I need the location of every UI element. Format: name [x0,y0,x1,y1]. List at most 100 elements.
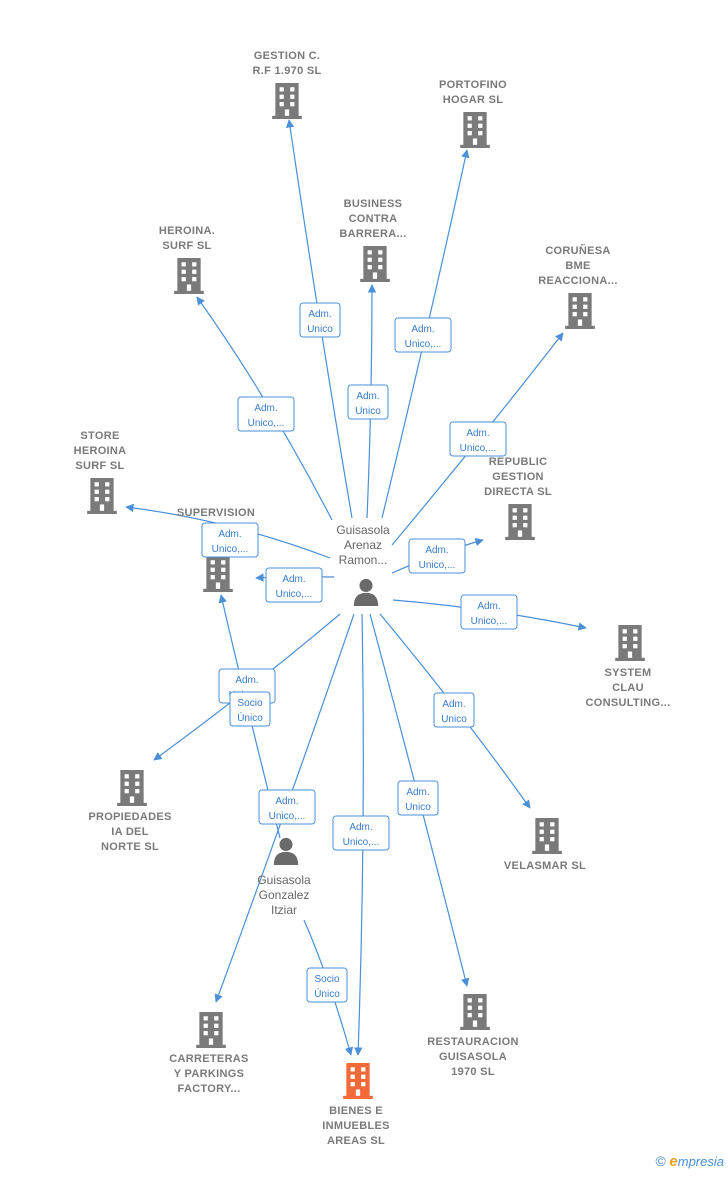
company-label-line: 1970 SL [451,1066,495,1078]
company-node-gestion[interactable]: GESTION C. R.F 1.970 SL [252,50,321,119]
person-node-ramon[interactable]: GuisasolaArenazRamon... [336,523,390,606]
edge-label-line: Único [237,711,263,724]
company-label-line: VELASMAR SL [504,860,586,872]
company-label-line: REACCIONA... [538,275,617,287]
building-icon [460,994,490,1030]
edge-label-line: Unico [355,406,381,417]
edge-label-system[interactable]: Adm.Unico,... [460,594,518,630]
edge-label-box [265,567,323,603]
edge-label-box [433,692,475,728]
company-node-system[interactable]: SYSTEMCLAUCONSULTING... [586,625,671,709]
company-label-line: GUISASOLA [439,1051,507,1063]
building-icon [615,625,645,661]
person-label-line: Guisasola [336,523,390,537]
company-label-line: BUSINESS [344,198,403,210]
brand-name: mpresia [677,1154,724,1169]
edge-label-supervision[interactable]: Adm.Unico,... [265,567,323,603]
company-label-line: CLAU [612,682,644,694]
company-node-velasmar[interactable]: VELASMAR SL [504,818,586,872]
edge-label-box [460,594,518,630]
edge-label-heroina[interactable]: Adm. Unico,... [237,396,295,432]
building-icon [174,258,204,294]
company-label-line: GESTION C. [254,50,321,62]
edge-label-portofino[interactable]: Adm.Unico,... [394,317,452,353]
edge-label-gestion[interactable]: Adm.Unico [299,302,341,338]
company-node-corunesa[interactable]: CORUÑESA BME REACCIONA... [538,244,617,329]
person-label-line: Ramon... [339,553,388,567]
company-label-line: INMUEBLES [322,1120,389,1132]
edge-label-line: Adm. [349,822,372,833]
company-label-line: CORUÑESA [545,244,610,257]
edge-label-line: Adm. [425,545,448,556]
edge-label-line: Socio [314,974,339,985]
edge-label-restauracion[interactable]: Adm.Unico [397,780,439,816]
edge-label-line: Unico,... [343,837,380,848]
edge-label-line: Adm. [308,309,331,320]
edge-label-business[interactable]: Adm. Unico [347,384,389,420]
edge-label-line: Adm. [254,403,277,414]
company-node-business[interactable]: BUSINESSCONTRABARRERA... [339,198,406,282]
company-label-line: PROPIEDADES [88,811,171,823]
edge-label-store[interactable]: Adm.Unico,... [201,522,259,558]
company-node-heroina[interactable]: HEROINA.SURF SL [159,225,215,294]
edge-label-box [306,967,348,1003]
company-label-line: SURF SL [75,460,124,472]
building-icon [360,246,390,282]
building-icon [272,83,302,119]
company-label-line: STORE [80,430,119,442]
company-label-line: SUPERVISION [177,507,255,519]
edge-label-line: Adm. [477,601,500,612]
company-label-line: BME [565,260,590,272]
edge-label-line: Unico [405,802,431,813]
edge-label-box [394,317,452,353]
edge-label-line: Unico,... [460,443,497,454]
edge-label-republic[interactable]: Adm. Unico,... [408,538,466,574]
edge-label-bienes-ramon[interactable]: Adm. Unico,... [332,815,390,851]
edge-label-line: Adm. [235,675,258,686]
company-label-line: DIRECTA SL [484,486,552,498]
edge-label-carreteras[interactable]: Adm. Unico,... [258,789,316,825]
edge-label-line: Unico,... [419,560,456,571]
edge-label-line: Adm. [442,699,465,710]
company-label-line: RESTAURACION [427,1036,518,1048]
company-label-line: CARRETERAS [169,1053,248,1065]
edge-label-line: Único [314,987,340,1000]
edge-label-box [229,691,271,727]
edge-label-box [299,302,341,338]
company-node-restauracion[interactable]: RESTAURACION GUISASOLA 1970 SL [427,994,518,1078]
edge-label-velasmar[interactable]: Adm. Unico [433,692,475,728]
person-icon [273,837,299,865]
edge-label-line: Unico,... [269,811,306,822]
edge-label-box [201,522,259,558]
building-icon [505,504,535,540]
edge-label-line: Adm. [275,796,298,807]
edge-label-corunesa[interactable]: Adm. Unico,... [449,421,507,457]
person-label-line: Arenaz [344,538,382,552]
building-icon [565,293,595,329]
edge-label-box [258,789,316,825]
company-label-line: CONSULTING... [586,697,671,709]
edge-label-line: Socio [237,698,262,709]
company-label-line: R.F 1.970 SL [252,65,321,77]
company-label-line: IA DEL [111,826,148,838]
brand-initial: e [669,1153,678,1170]
edge-label-line: Unico [441,714,467,725]
edge-label-line: Unico,... [212,544,249,555]
person-label-line: Gonzalez [259,888,310,902]
edge-label-line: Unico,... [276,589,313,600]
edge-label-line: Adm. [356,391,379,402]
edge-label-line: Adm. [466,428,489,439]
edge-label-line: Unico,... [248,418,285,429]
company-label-line: NORTE SL [101,841,159,853]
company-node-propiedades[interactable]: PROPIEDADES IA DEL NORTE SL [88,770,171,853]
company-label-line: CONTRA [349,213,398,225]
